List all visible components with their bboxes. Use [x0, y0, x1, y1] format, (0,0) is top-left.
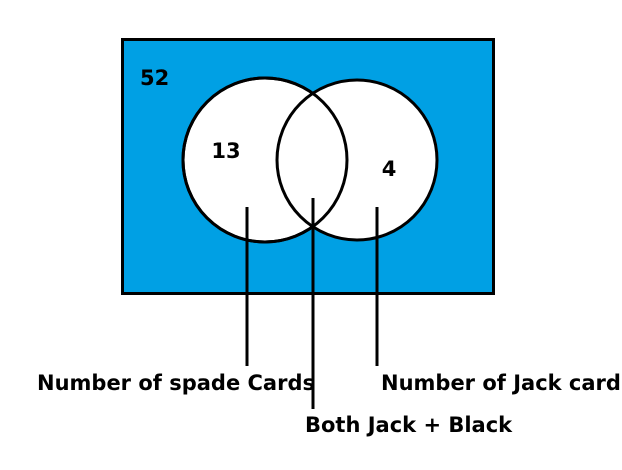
- jacks-only-count-label: 4: [382, 157, 397, 181]
- spades-only-count-label: 13: [211, 139, 240, 163]
- set-circle-spades-outline: [181, 76, 349, 244]
- caption-spades: Number of spade Cards: [37, 371, 315, 395]
- set-circle-jacks-fill: [277, 80, 437, 240]
- caption-jacks: Number of Jack card: [381, 371, 621, 395]
- universal-set-count-label: 52: [140, 66, 169, 90]
- caption-intersection: Both Jack + Black: [305, 413, 513, 437]
- set-circle-jacks-outline: [275, 78, 439, 242]
